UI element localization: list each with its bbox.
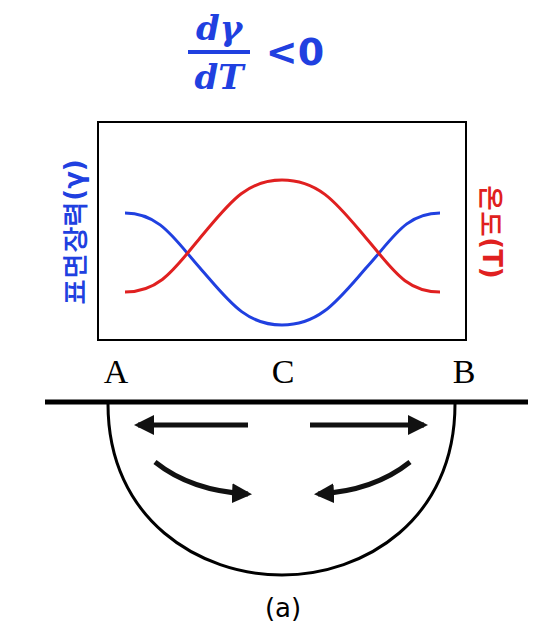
flow-arrow: [310, 423, 424, 428]
flow-arrow: [138, 423, 248, 428]
figure-caption: (a): [265, 595, 301, 621]
flow-arrow: [318, 462, 410, 494]
fraction-denominator: dT: [194, 60, 243, 94]
axis-label: 온도(T): [479, 185, 505, 279]
flow-arrow: [155, 462, 248, 494]
axis-label: 표면장력(γ): [61, 159, 87, 304]
point-label: C: [272, 355, 295, 389]
melt-pool-outline: [108, 404, 455, 575]
point-label: A: [104, 355, 129, 389]
temperature-curve: [125, 180, 440, 292]
fraction-bar: [188, 50, 250, 54]
fraction-numerator: dγ: [196, 11, 242, 45]
inequality-label: <0: [266, 33, 324, 71]
surface-line: [45, 400, 528, 405]
point-label: B: [453, 355, 476, 389]
plot-frame: [98, 122, 466, 340]
